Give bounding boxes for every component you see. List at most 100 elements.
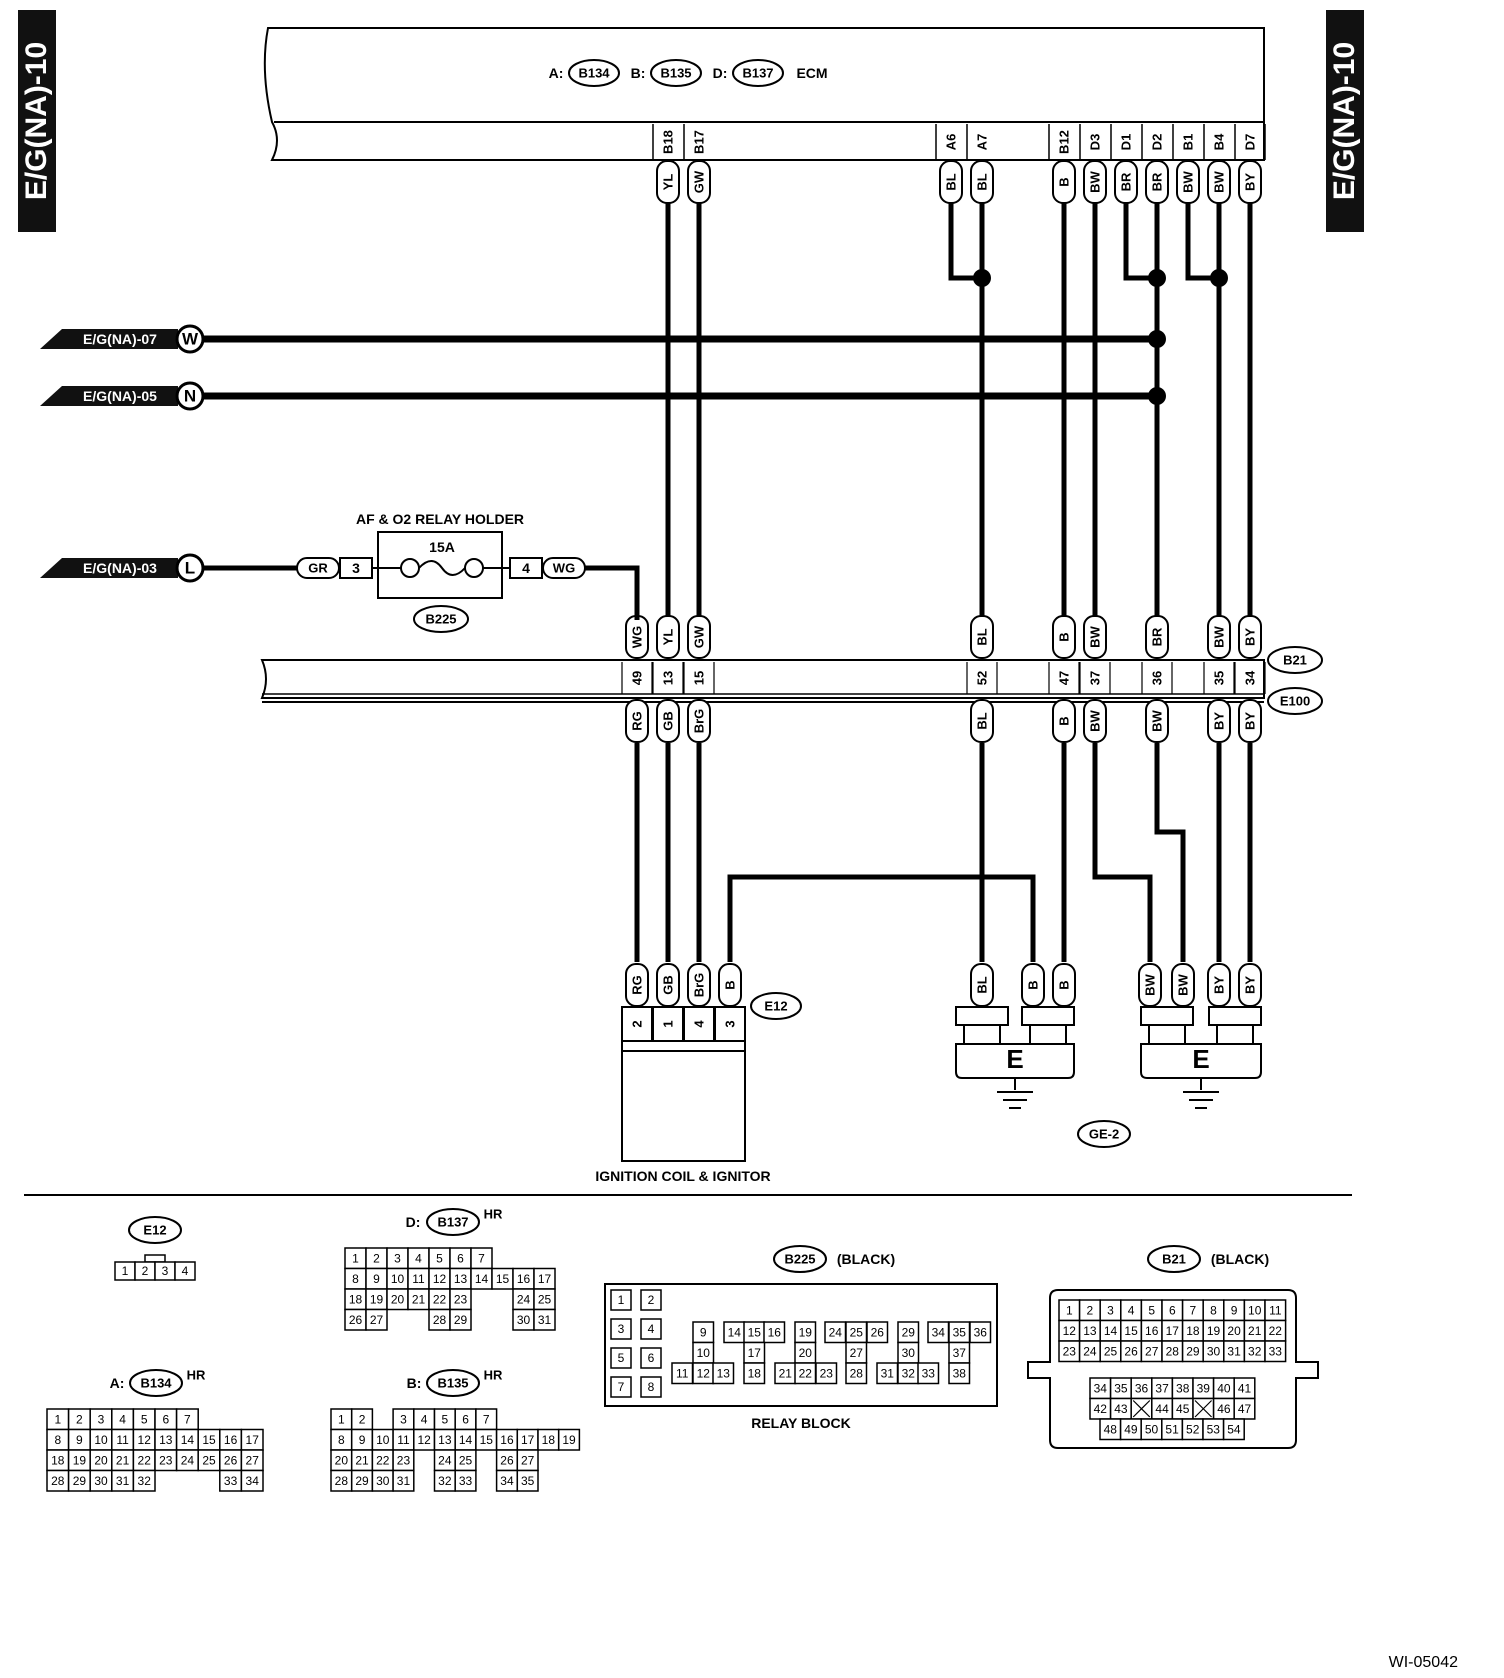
view-b134-pin-4: 4 xyxy=(119,1412,126,1426)
view-e12-pin-1: 1 xyxy=(122,1264,129,1278)
ignition-connector-text: E12 xyxy=(764,999,787,1014)
view-b225-pin-12: 12 xyxy=(697,1366,711,1380)
junction-lower-color-shape xyxy=(1083,699,1107,743)
view-b21-pin-5: 5 xyxy=(1148,1303,1155,1317)
view-b225-pin-28: 28 xyxy=(850,1366,864,1380)
view-b225-cell xyxy=(815,1362,838,1385)
junction-lower-color-text: BrG xyxy=(692,709,707,734)
ref-letter-L: L xyxy=(185,559,195,578)
ground-right-wire-color-shape xyxy=(1207,963,1231,1007)
junction-pin-34: 34 xyxy=(1243,670,1258,685)
ecm-pin-D3: D3 xyxy=(1088,134,1103,151)
view-b137-pin-9: 9 xyxy=(373,1272,380,1286)
relay-connector-shape xyxy=(413,605,469,633)
view-b137-pin-6: 6 xyxy=(457,1251,464,1265)
fuse-rating: 15A xyxy=(429,539,455,555)
view-b135-pin-6: 6 xyxy=(462,1412,469,1426)
view-b225-pin-11: 11 xyxy=(676,1366,689,1380)
view-b137-pin-21: 21 xyxy=(412,1292,426,1306)
ignition-connector-shape xyxy=(750,992,802,1020)
ecm-prefix-B134: A: xyxy=(549,65,564,81)
view-b225-pin-20: 20 xyxy=(799,1346,813,1360)
view-b21-pin-15: 15 xyxy=(1124,1324,1138,1338)
view-b21-pin-33: 33 xyxy=(1269,1344,1283,1358)
view-b134-prefix: A: xyxy=(110,1375,125,1391)
view-b137-pin-8: 8 xyxy=(352,1272,359,1286)
view-b21-pin-19: 19 xyxy=(1207,1324,1221,1338)
view-b225-cell xyxy=(640,1376,662,1398)
view-b134-pin-25: 25 xyxy=(202,1453,216,1467)
view-b134-pin-18: 18 xyxy=(51,1453,65,1467)
ecm-pin-B1: B1 xyxy=(1181,134,1196,151)
junction-pin-49: 49 xyxy=(630,671,645,685)
view-b225-pin-19: 19 xyxy=(799,1325,813,1339)
ecm-pin-B4: B4 xyxy=(1212,133,1227,150)
view-b225-pin-6: 6 xyxy=(648,1351,655,1365)
ignition-body xyxy=(621,1050,746,1162)
junction-lower-color-shape xyxy=(687,699,711,743)
view-b135-pin-9: 9 xyxy=(359,1433,366,1447)
view-b137-pin-13: 13 xyxy=(454,1272,468,1286)
splice-dot xyxy=(973,269,991,287)
view-b134-pin-31: 31 xyxy=(116,1474,130,1488)
view-b21-pin-47: 47 xyxy=(1238,1402,1252,1416)
junction-lower-color-text: BY xyxy=(1212,712,1227,730)
view-b137-pin-16: 16 xyxy=(517,1272,531,1286)
view-b225-cell xyxy=(866,1321,889,1344)
view-b135-pin-35: 35 xyxy=(521,1474,535,1488)
junction-lower-color-shape xyxy=(625,699,649,743)
view-b135-pin-8: 8 xyxy=(338,1433,345,1447)
view-b225-id-text: B225 xyxy=(784,1252,815,1267)
view-b21-id-shape xyxy=(1147,1245,1201,1273)
ground-left-term xyxy=(1021,1006,1075,1026)
view-b225-pin-3: 3 xyxy=(618,1322,625,1336)
view-b225-pin-16: 16 xyxy=(768,1325,782,1339)
page-tab-left: E/G(NA)-10 xyxy=(18,10,56,232)
view-b225-note: (BLACK) xyxy=(837,1251,895,1267)
junction-upper-color-shape xyxy=(1145,615,1169,659)
ground-left-lug xyxy=(963,1024,1001,1045)
view-b137-pin-7: 7 xyxy=(478,1251,485,1265)
ecm-pin-B18: B18 xyxy=(661,130,676,154)
ref-circle-W xyxy=(175,324,205,354)
junction-upper-color-text: BL xyxy=(975,628,990,645)
view-b135-cell xyxy=(557,1428,581,1451)
ignition-pin-4: 4 xyxy=(692,1020,707,1028)
ecm-wire-color-B4-text: BW xyxy=(1212,170,1227,192)
view-b137-pin-19: 19 xyxy=(370,1292,384,1306)
view-b134-pin-27: 27 xyxy=(246,1453,260,1467)
junction-id-upper-shape xyxy=(1267,646,1323,674)
view-b135-cell xyxy=(392,1469,415,1492)
junction-id-lower-text: E100 xyxy=(1280,694,1310,709)
view-b21-pin-21: 21 xyxy=(1248,1324,1262,1338)
view-b21-pin-54: 54 xyxy=(1227,1422,1241,1436)
ground-right-symbol: E xyxy=(1192,1044,1209,1074)
junction-pin-35: 35 xyxy=(1212,671,1227,685)
view-b137-pin-1: 1 xyxy=(352,1251,359,1265)
junction-lower-color-shape xyxy=(1207,699,1231,743)
ecm-pin-D1: D1 xyxy=(1119,134,1134,151)
wire-splice-d1 xyxy=(1123,203,1157,281)
view-b225-pin-8: 8 xyxy=(648,1380,655,1394)
view-b137-pin-26: 26 xyxy=(349,1313,363,1327)
view-b225-pin-7: 7 xyxy=(618,1380,625,1394)
wire-bw-2 xyxy=(1154,743,1186,962)
ref-circle-L xyxy=(175,553,205,583)
relay-out-color-text: WG xyxy=(553,561,575,576)
view-b225-cell xyxy=(917,1362,940,1385)
view-b21-pin-20: 20 xyxy=(1227,1324,1241,1338)
splice-dot xyxy=(1210,269,1228,287)
view-b21-pin-18: 18 xyxy=(1186,1324,1200,1338)
ecm-connector-B135-text: B135 xyxy=(660,66,691,81)
view-b134-pin-15: 15 xyxy=(202,1433,216,1447)
view-b225-id-shape xyxy=(773,1245,827,1273)
junction-lower-color-shape xyxy=(656,699,680,743)
view-b21-blank xyxy=(1194,1400,1213,1418)
ground-left-wire-color-text: B xyxy=(1057,980,1072,989)
ground-right-wire-color-text: BY xyxy=(1212,976,1227,994)
view-b135-pin-19: 19 xyxy=(562,1433,576,1447)
view-b21-pin-36: 36 xyxy=(1135,1381,1149,1395)
view-b225-pin-4: 4 xyxy=(648,1322,655,1336)
wire-splice-a6 xyxy=(948,203,982,281)
